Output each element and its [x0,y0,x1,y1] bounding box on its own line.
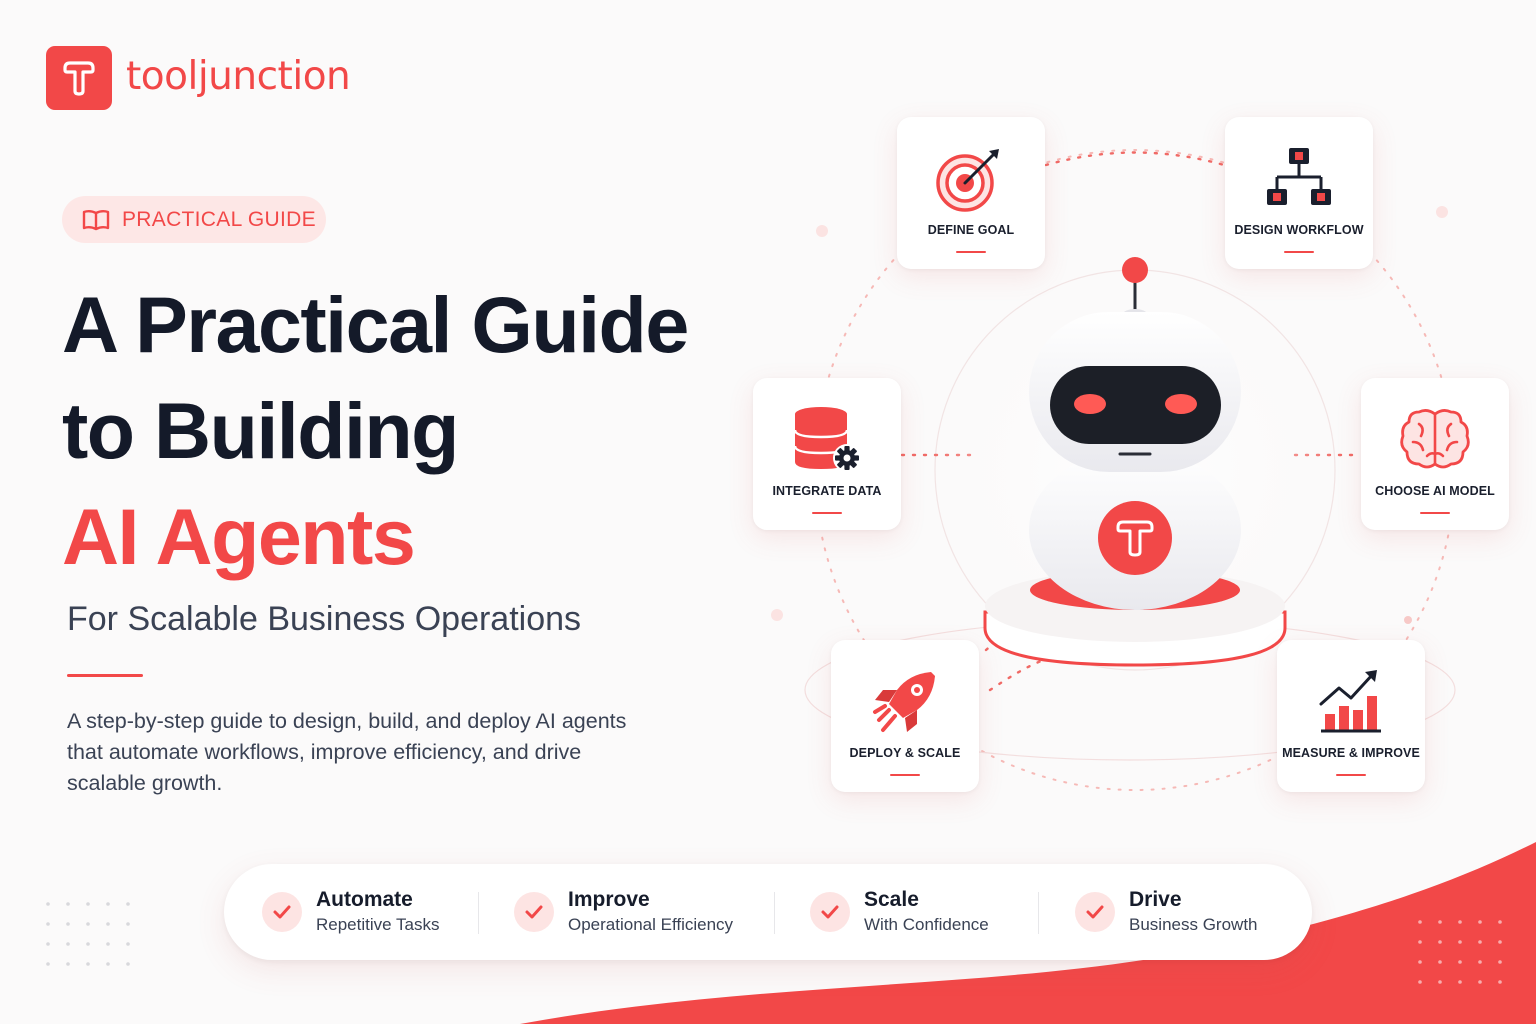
agent-diagram [771,149,1456,791]
feature-separator [774,892,775,934]
logo-icon [46,46,112,110]
divider [67,674,143,677]
step-card-define-goal[interactable]: DEFINE GOAL [897,117,1045,269]
step-underline [1284,251,1314,253]
practical-guide-badge: PRACTICAL GUIDE [62,196,326,243]
check-icon [810,892,850,932]
feature-subtitle: Repetitive Tasks [316,915,440,934]
step-label: INTEGRATE DATA [772,484,882,498]
feature-subtitle: Business Growth [1129,915,1258,934]
brand-name: tooljunction [126,54,351,99]
step-label: MEASURE & IMPROVE [1282,746,1420,760]
step-underline [890,774,920,776]
feature-scale: Scale With Confidence [810,888,989,936]
check-icon [262,892,302,932]
feature-title: Scale [864,888,919,911]
step-card-integrate-data[interactable]: INTEGRATE DATA [753,378,901,530]
badge-label: PRACTICAL GUIDE [122,207,316,231]
description: A step-by-step guide to design, build, a… [67,709,627,795]
feature-automate: Automate Repetitive Tasks [262,888,439,936]
step-label: DESIGN WORKFLOW [1234,223,1364,237]
step-underline [1420,512,1450,514]
step-label: DEPLOY & SCALE [849,746,961,760]
step-underline [812,512,842,514]
rocket-icon [873,672,935,732]
step-label: DEFINE GOAL [927,223,1015,237]
database-gear-icon [793,407,861,472]
growth-chart-icon [1319,670,1381,733]
feature-subtitle: With Confidence [864,915,989,934]
feature-title: Improve [568,888,650,911]
title-line-3: AI Agents [62,492,416,581]
step-card-design-workflow[interactable]: DESIGN WORKFLOW [1225,117,1373,269]
book-icon [82,209,110,230]
feature-subtitle: Operational Efficiency [568,915,734,934]
step-card-choose-ai-model[interactable]: CHOOSE AI MODEL [1361,378,1509,530]
check-icon [514,892,554,932]
title-line-2: to Building [62,386,459,475]
feature-separator [478,892,479,934]
feature-separator [1038,892,1039,934]
step-underline [1336,774,1366,776]
title-line-1: A Practical Guide [62,280,689,369]
feature-improve: Improve Operational Efficiency [514,888,733,936]
feature-title: Drive [1129,888,1182,911]
step-card-deploy-scale[interactable]: DEPLOY & SCALE [831,640,979,792]
feature-drive: Drive Business Growth [1075,888,1258,936]
feature-bar: Automate Repetitive Tasks Improve Operat… [224,864,1312,960]
check-icon [1075,892,1115,932]
step-card-measure-improve[interactable]: MEASURE & IMPROVE [1277,640,1425,792]
brain-icon [1400,409,1470,469]
workflow-icon [1267,148,1331,205]
target-icon [936,149,999,212]
step-underline [956,251,986,253]
feature-title: Automate [316,888,413,911]
page-subtitle: For Scalable Business Operations [67,600,582,638]
step-label: CHOOSE AI MODEL [1375,484,1495,498]
page-title: A Practical Guide to Building AI Agents [62,272,689,590]
